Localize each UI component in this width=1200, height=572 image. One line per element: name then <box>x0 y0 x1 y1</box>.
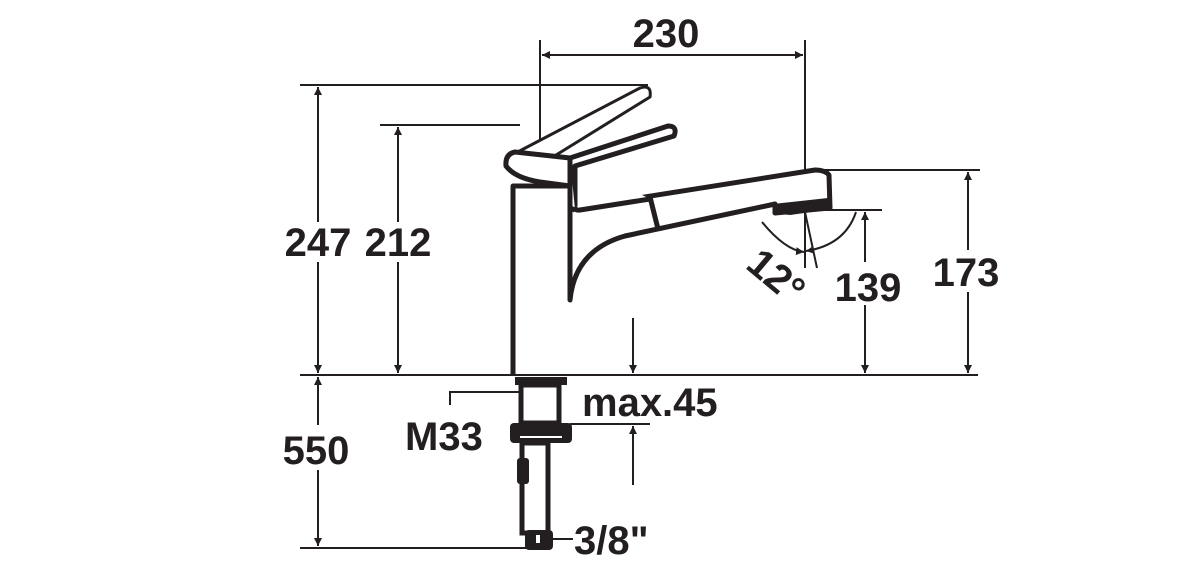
dim-173-label: 173 <box>933 251 1000 295</box>
base-ring <box>515 377 567 385</box>
dim-212: 212 <box>365 124 520 373</box>
faucet-body <box>510 167 833 375</box>
dim-max45-label: max.45 <box>582 381 718 425</box>
connection-callout: 3/8" <box>553 519 649 563</box>
lever <box>569 123 678 213</box>
supply-hose <box>519 440 551 536</box>
dim-139-label: 139 <box>835 266 902 310</box>
lever-front <box>567 158 576 213</box>
dim-212-label: 212 <box>365 221 432 265</box>
faucet-outline: 12° <box>503 85 857 550</box>
dim-230: 230 <box>539 12 806 268</box>
thread-callout: M33 <box>405 391 530 459</box>
dim-173: 173 <box>822 169 1000 373</box>
connection-label: 3/8" <box>574 519 649 563</box>
hose-clip <box>517 458 529 484</box>
dim-139: 139 <box>785 209 902 373</box>
dim-230-label: 230 <box>633 12 700 56</box>
faucet-cap <box>503 149 573 189</box>
dim-max45: max.45 <box>570 318 718 485</box>
raised-lever <box>508 85 652 162</box>
dim-247-label: 247 <box>285 221 352 265</box>
spray-nozzle <box>773 198 830 215</box>
mounting-nut <box>510 423 572 443</box>
dim-550: 550 <box>283 377 528 549</box>
dim-550-label: 550 <box>283 429 350 473</box>
thread-label: M33 <box>405 415 483 459</box>
mounting-shank <box>518 382 562 426</box>
dim-247: 247 <box>285 84 648 373</box>
pullout-joint <box>647 196 661 230</box>
